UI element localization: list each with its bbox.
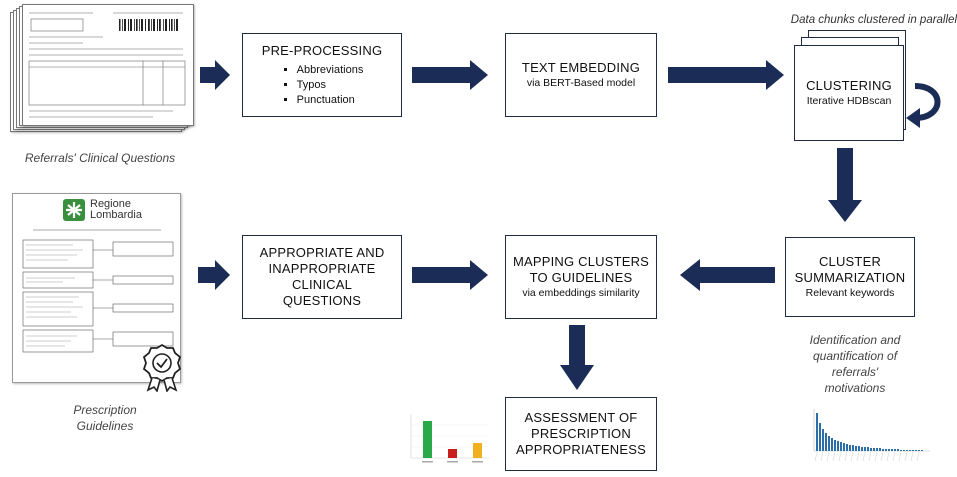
text-embedding-title: TEXT EMBEDDING [521, 60, 641, 75]
clinical-questions-line: INAPPROPRIATE [268, 261, 376, 276]
preprocessing-list: Abbreviations Typos Punctuation [281, 63, 364, 108]
mapping-title-line: TO GUIDELINES [529, 270, 633, 285]
clustering-title: CLUSTERING [806, 78, 892, 93]
summarization-subtitle: Relevant keywords [805, 287, 895, 299]
preprocessing-item: Punctuation [297, 93, 364, 108]
preprocessing-item: Abbreviations [297, 63, 364, 78]
arrow-referrals-to-preprocessing [200, 60, 230, 90]
arrow-preprocessing-to-embedding [412, 60, 488, 90]
preprocessing-item: Typos [297, 78, 364, 93]
assessment-title-line: APPROPRIATENESS [516, 442, 646, 457]
assessment-title-line: PRESCRIPTION [531, 426, 631, 441]
arrow-summarization-to-mapping [680, 259, 775, 291]
clustering-box: CLUSTERING Iterative HDBscan [794, 45, 904, 141]
clinical-questions-line: CLINICAL [291, 277, 353, 292]
clinical-questions-line: QUESTIONS [282, 293, 362, 308]
iteration-loop-arrow [914, 83, 941, 121]
clinical-questions-box: APPROPRIATE AND INAPPROPRIATE CLINICAL Q… [242, 235, 402, 319]
arrow-guidelines-to-appropriate [198, 260, 230, 290]
referral-document [22, 4, 194, 126]
arrow-appropriate-to-mapping [412, 260, 488, 290]
logo-text-lombardia: Lombardia [90, 209, 142, 221]
summarization-box: CLUSTER SUMMARIZATION Relevant keywords [785, 237, 915, 317]
clustering-subtitle: Iterative HDBscan [806, 95, 892, 107]
summarization-title-line: SUMMARIZATION [794, 270, 906, 285]
caption-guidelines: Prescription Guidelines [73, 403, 137, 433]
logo-text-regione: Regione [90, 198, 131, 210]
mapping-box: MAPPING CLUSTERS TO GUIDELINES via embed… [505, 235, 657, 319]
assessment-box: ASSESSMENT OF PRESCRIPTION APPROPRIATENE… [505, 397, 657, 471]
bar-other [473, 443, 482, 458]
preprocessing-box: PRE-PROCESSING Abbreviations Typos Punct… [242, 33, 402, 117]
referral-documents-stack [10, 4, 195, 144]
summarization-title-line: CLUSTER [818, 254, 882, 269]
bar-appropriate [423, 421, 432, 458]
certificate-badge-icon [140, 342, 184, 392]
preprocessing-title: PRE-PROCESSING [261, 42, 383, 58]
text-embedding-subtitle: via BERT-Based model [526, 77, 636, 89]
mapping-subtitle: via embeddings similarity [522, 287, 640, 299]
bar-inappropriate [448, 449, 457, 458]
appropriateness-thumbnail [403, 410, 493, 468]
keyword-frequency-thumbnail [800, 405, 935, 465]
clinical-questions-line: APPROPRIATE AND [259, 245, 385, 260]
assessment-title-line: ASSESSMENT OF [524, 410, 638, 425]
mapping-title-line: MAPPING CLUSTERS [512, 254, 650, 269]
arrow-mapping-to-assessment [560, 325, 594, 390]
text-embedding-box: TEXT EMBEDDING via BERT-Based model [505, 33, 657, 117]
caption-referrals: Referrals' Clinical Questions [24, 151, 176, 165]
arrow-embedding-to-clustering [668, 60, 784, 90]
caption-motivations: Identification and quantification of ref… [809, 333, 901, 395]
arrow-clustering-to-summarization [828, 148, 862, 222]
caption-parallel: Data chunks clustered in parallel [790, 14, 957, 26]
regione-lombardia-logo: Regione Lombardia [63, 198, 173, 223]
